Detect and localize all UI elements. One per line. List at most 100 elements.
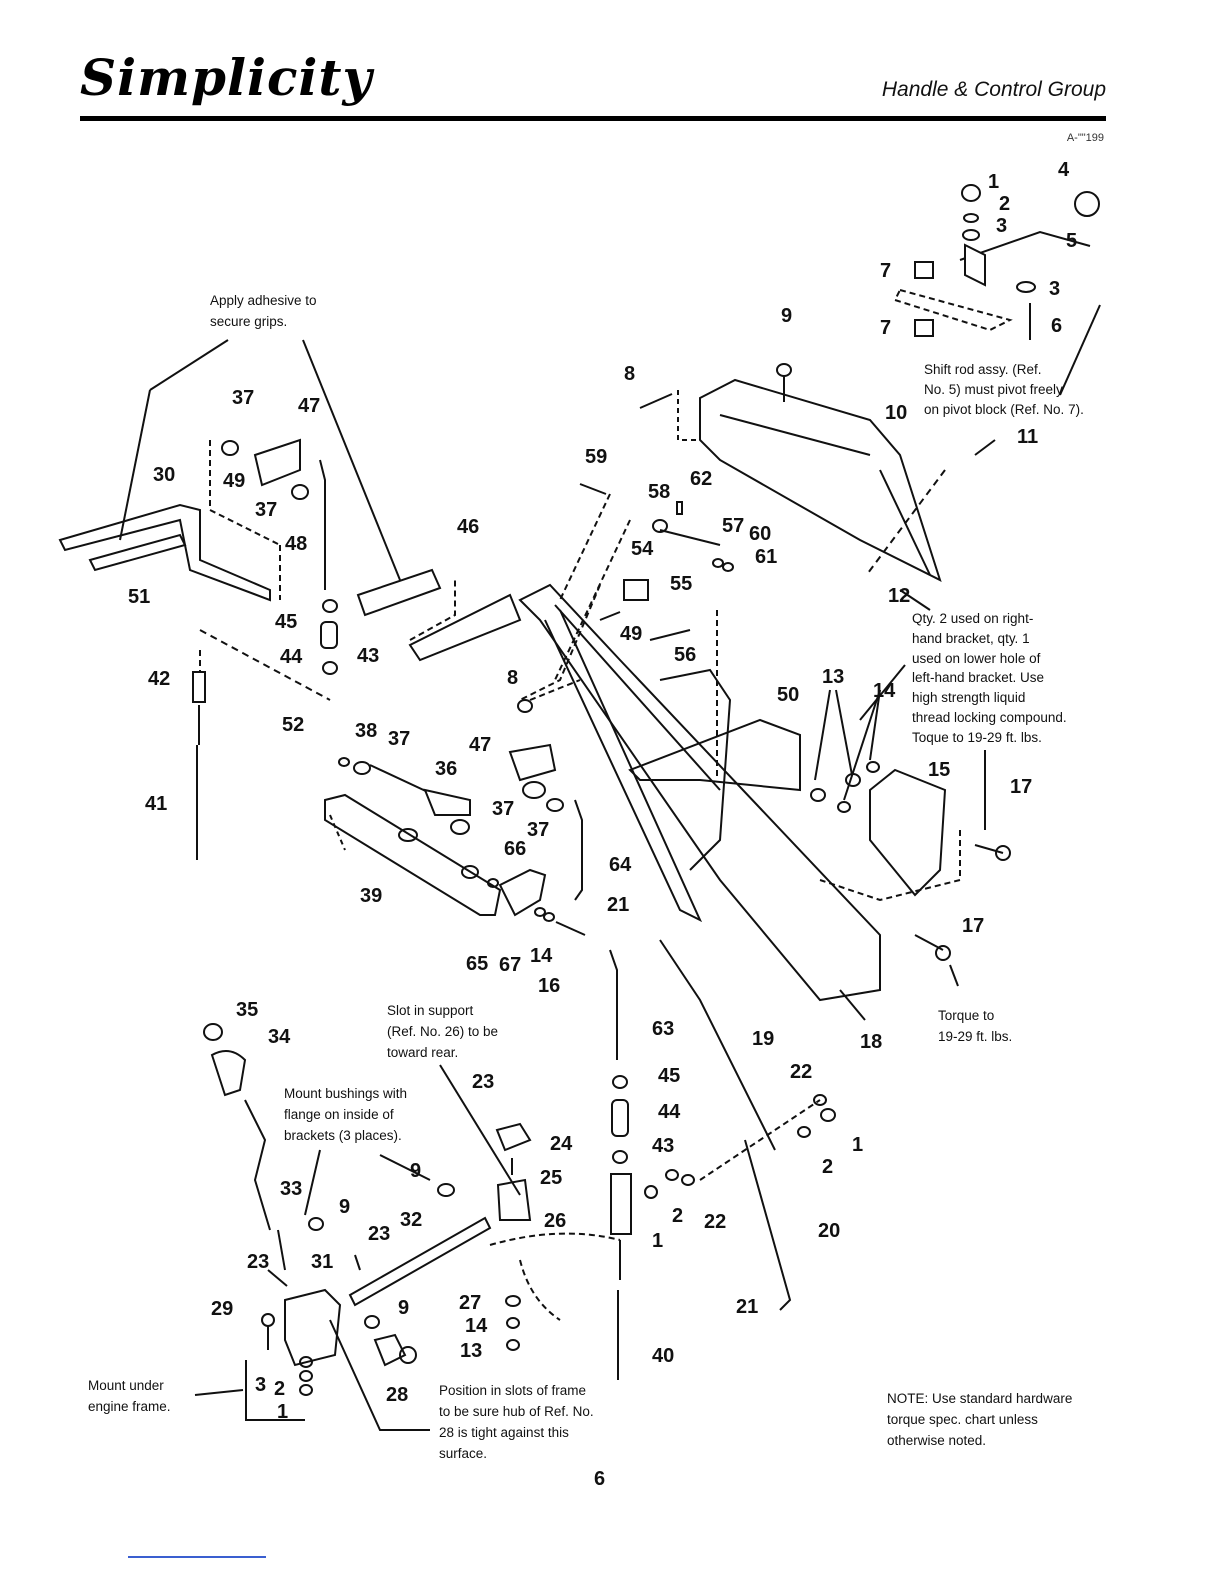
callout-3c: 3 bbox=[255, 1374, 266, 1396]
callout-36: 36 bbox=[435, 758, 457, 780]
note-hardware-line2: torque spec. chart unless bbox=[887, 1412, 1038, 1427]
note-shift-rod-line3: on pivot block (Ref. No. 7). bbox=[924, 402, 1084, 417]
callout-45b: 45 bbox=[658, 1065, 680, 1087]
note-bushings: Mount bushings with flange on inside of … bbox=[284, 1083, 407, 1146]
callout-1: 1 bbox=[988, 171, 999, 193]
callout-39: 39 bbox=[360, 885, 382, 907]
callout-2b: 2 bbox=[672, 1205, 683, 1227]
note-hardware-line1: NOTE: Use standard hardware bbox=[887, 1391, 1073, 1406]
callout-34: 34 bbox=[268, 1026, 291, 1048]
callout-7b: 7 bbox=[880, 317, 891, 339]
note-bushings-line1: Mount bushings with bbox=[284, 1086, 408, 1101]
callout-labels: 1 2 3 4 5 6 7 7 3 9 8 10 11 12 37 47 30 … bbox=[128, 159, 1077, 1423]
note-position-line3: 28 is tight against this bbox=[439, 1425, 569, 1440]
callout-45a: 45 bbox=[275, 611, 297, 633]
note-position-line4: surface. bbox=[439, 1446, 488, 1461]
callout-44b: 44 bbox=[658, 1101, 681, 1123]
note-slot-line1: Slot in support bbox=[387, 1003, 474, 1018]
header-rule bbox=[80, 116, 1106, 121]
callout-21b: 21 bbox=[736, 1296, 758, 1318]
callout-56: 56 bbox=[674, 644, 696, 666]
note-qty-line4: left-hand bracket. Use bbox=[912, 670, 1045, 686]
callout-54: 54 bbox=[631, 538, 654, 560]
callout-63: 63 bbox=[652, 1018, 674, 1040]
callout-22a: 22 bbox=[704, 1211, 726, 1233]
note-adhesive-line2: secure grips. bbox=[210, 314, 288, 329]
note-mount-line1: Mount under bbox=[88, 1378, 164, 1393]
note-position-line1: Position in slots of frame bbox=[439, 1383, 587, 1398]
callout-17b: 17 bbox=[962, 915, 984, 937]
callout-46: 46 bbox=[457, 516, 479, 538]
callout-17a: 17 bbox=[1010, 776, 1032, 798]
callout-10: 10 bbox=[885, 402, 907, 424]
note-quantity: Qty. 2 used on right- hand bracket, qty.… bbox=[912, 609, 1067, 748]
callout-64: 64 bbox=[609, 854, 632, 876]
callout-13: 13 bbox=[822, 666, 844, 688]
callout-3b: 3 bbox=[1049, 278, 1060, 300]
callout-43b: 43 bbox=[652, 1135, 674, 1157]
callout-35: 35 bbox=[236, 999, 258, 1021]
callout-2c: 2 bbox=[822, 1156, 833, 1178]
note-qty-line6: thread locking compound. bbox=[912, 709, 1067, 725]
callout-11: 11 bbox=[1017, 426, 1038, 448]
callout-8: 8 bbox=[624, 363, 635, 385]
callout-8b: 8 bbox=[507, 667, 518, 689]
note-qty-line2: hand bracket, qty. 1 bbox=[912, 630, 1030, 646]
callout-18: 18 bbox=[860, 1031, 882, 1053]
callout-47b: 47 bbox=[469, 734, 491, 756]
callout-23b: 23 bbox=[368, 1223, 390, 1245]
note-shift-rod-line1: Shift rod assy. (Ref. bbox=[924, 362, 1042, 377]
callout-41: 41 bbox=[145, 793, 167, 815]
callout-55: 55 bbox=[670, 573, 692, 595]
callout-12: 12 bbox=[888, 585, 910, 607]
callout-2d: 2 bbox=[274, 1378, 285, 1400]
callout-3: 3 bbox=[996, 215, 1007, 237]
note-position: Position in slots of frame to be sure hu… bbox=[439, 1380, 594, 1464]
callout-9b: 9 bbox=[410, 1160, 421, 1182]
note-adhesive: Apply adhesive to secure grips. bbox=[210, 290, 317, 332]
callout-23c: 23 bbox=[247, 1251, 269, 1273]
callout-47a: 47 bbox=[298, 395, 320, 417]
note-adhesive-line1: Apply adhesive to bbox=[210, 293, 317, 308]
callout-14: 14 bbox=[530, 945, 553, 967]
callout-49a: 49 bbox=[223, 470, 245, 492]
callout-42: 42 bbox=[148, 668, 170, 690]
note-qty-line7: Toque to 19-29 ft. lbs. bbox=[912, 729, 1042, 745]
callout-26: 26 bbox=[544, 1210, 566, 1232]
note-qty-line3: used on lower hole of bbox=[912, 650, 1041, 666]
callout-4: 4 bbox=[1058, 159, 1070, 181]
callout-50: 50 bbox=[777, 684, 799, 706]
callout-59: 59 bbox=[585, 446, 607, 468]
callout-1d: 1 bbox=[277, 1401, 288, 1423]
note-slot: Slot in support (Ref. No. 26) to be towa… bbox=[387, 1000, 498, 1063]
note-qty-line1: Qty. 2 used on right- bbox=[912, 611, 1034, 626]
callout-33: 33 bbox=[280, 1178, 302, 1200]
note-hardware: NOTE: Use standard hardware torque spec.… bbox=[887, 1388, 1072, 1451]
callout-23a: 23 bbox=[472, 1071, 494, 1093]
callout-9: 9 bbox=[781, 305, 792, 327]
callout-1b: 1 bbox=[652, 1230, 663, 1252]
note-mount: Mount under engine frame. bbox=[88, 1375, 171, 1417]
callout-52: 52 bbox=[282, 714, 304, 736]
note-slot-line2: (Ref. No. 26) to be bbox=[387, 1024, 499, 1039]
note-shift-rod: Shift rod assy. (Ref. No. 5) must pivot … bbox=[924, 360, 1084, 420]
callout-22b: 22 bbox=[790, 1061, 812, 1083]
bottom-link-underline bbox=[128, 1556, 266, 1558]
callout-38: 38 bbox=[355, 720, 377, 742]
callout-25: 25 bbox=[540, 1167, 562, 1189]
callout-15: 15 bbox=[928, 759, 950, 781]
callout-2: 2 bbox=[999, 193, 1010, 215]
callout-31: 31 bbox=[311, 1251, 333, 1273]
callout-13c: 13 bbox=[460, 1340, 482, 1362]
figure-id: A-""199 bbox=[1066, 132, 1104, 144]
note-hardware-line3: otherwise noted. bbox=[887, 1433, 987, 1448]
callout-57: 57 bbox=[722, 515, 744, 537]
callout-1c: 1 bbox=[852, 1134, 863, 1156]
callout-27: 27 bbox=[459, 1292, 481, 1314]
callout-7a: 7 bbox=[880, 260, 891, 282]
callout-20: 20 bbox=[818, 1220, 840, 1242]
note-torque-line2: 19-29 ft. lbs. bbox=[938, 1029, 1013, 1044]
callout-40: 40 bbox=[652, 1345, 674, 1367]
callout-37e: 37 bbox=[527, 819, 549, 841]
